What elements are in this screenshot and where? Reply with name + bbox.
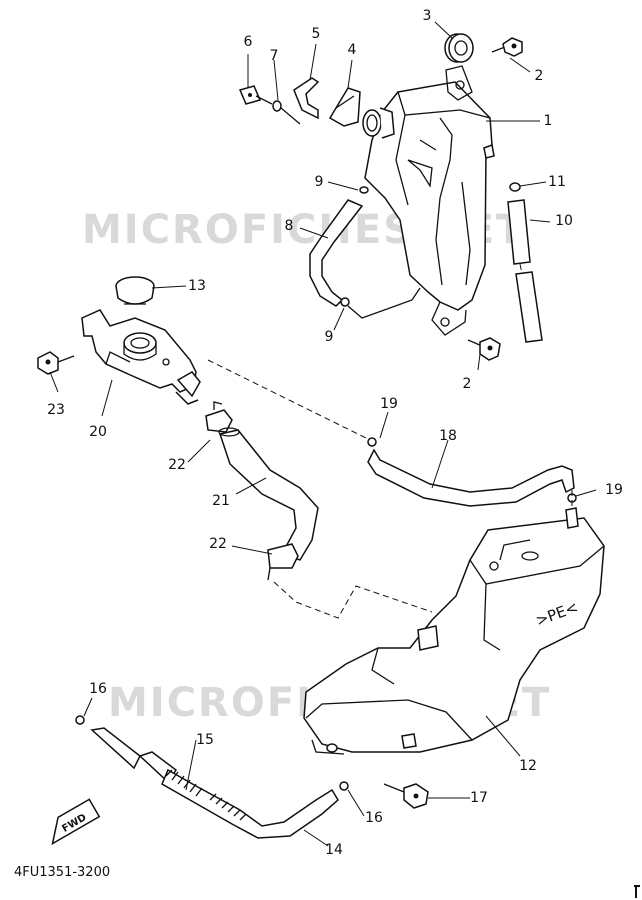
clamp-22a — [205, 401, 233, 433]
callout-18: 18 — [439, 428, 457, 444]
hose-18 — [367, 448, 575, 507]
callout-23: 23 — [47, 402, 65, 418]
callout-10: 10 — [555, 213, 573, 229]
callout-9-upper: 9 — [315, 174, 324, 190]
callout-1: 1 — [544, 113, 553, 129]
callout-16-left: 16 — [89, 681, 107, 697]
clip-9a — [359, 186, 369, 194]
callout-4: 4 — [348, 42, 357, 58]
hose-10 — [507, 199, 543, 343]
routing-dashed-lines — [207, 359, 573, 619]
reservoir-body-20 — [81, 309, 201, 405]
callout-5: 5 — [312, 26, 321, 42]
callout-19-upper: 19 — [380, 396, 398, 412]
callout-22-upper: 22 — [168, 457, 186, 473]
callout-19-lower: 19 — [605, 482, 623, 498]
callout-9-lower: 9 — [325, 329, 334, 345]
callout-12: 12 — [519, 758, 537, 774]
callout-16-right: 16 — [365, 810, 383, 826]
clip-19a — [367, 437, 377, 447]
cap-13 — [115, 276, 155, 305]
callout-15: 15 — [196, 732, 214, 748]
clip-16b — [339, 781, 349, 791]
reservoir-tank-upper — [362, 65, 495, 336]
callout-6: 6 — [244, 34, 253, 50]
clip-9b — [340, 287, 421, 319]
callout-8: 8 — [285, 218, 294, 234]
callout-17: 17 — [470, 790, 488, 806]
part-code: 4FU1351-3200 — [14, 865, 110, 880]
bracket-clamp — [293, 77, 320, 120]
corner-mark — [634, 885, 640, 898]
callout-13: 13 — [188, 278, 206, 294]
callout-2-upper: 2 — [535, 68, 544, 84]
bolt-6 — [238, 85, 273, 105]
clip-16a — [75, 715, 85, 725]
reservoir-tank-lower: >PE< — [303, 507, 605, 755]
callout-7: 7 — [270, 48, 279, 64]
bolt-17 — [383, 783, 429, 809]
callout-14: 14 — [325, 842, 343, 858]
callout-11: 11 — [548, 174, 566, 190]
callout-3: 3 — [423, 8, 432, 24]
bolt-lower — [467, 337, 501, 361]
clamp-22b — [267, 543, 299, 581]
clip-11 — [509, 182, 521, 192]
grommet — [444, 33, 474, 63]
bolt-upper — [491, 37, 523, 57]
callout-20: 20 — [89, 424, 107, 440]
reservoir-cap — [328, 87, 361, 127]
breather-hose-14 — [90, 727, 339, 839]
washer-7 — [272, 100, 301, 125]
fwd-arrow: FWD — [51, 798, 101, 846]
callouts: 1 2 2 3 4 5 6 7 8 9 9 10 11 12 13 14 15 … — [47, 8, 623, 858]
callout-leaders — [49, 21, 597, 847]
hose-21 — [218, 427, 319, 561]
bolt-23 — [37, 351, 75, 375]
callout-22-lower: 22 — [209, 536, 227, 552]
callout-21: 21 — [212, 493, 230, 509]
callout-2-lower: 2 — [463, 376, 472, 392]
